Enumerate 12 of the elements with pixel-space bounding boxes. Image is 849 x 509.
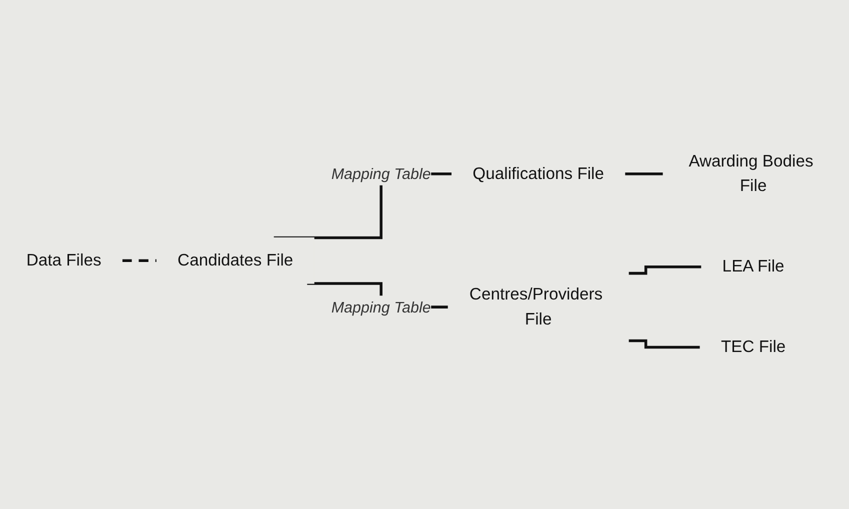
connector xyxy=(628,266,703,275)
connector xyxy=(624,172,665,176)
node-text: Data Files xyxy=(26,251,102,270)
connector xyxy=(122,259,158,262)
node-text: TEC File xyxy=(720,338,786,356)
connector xyxy=(628,340,702,349)
node-text: Centres/Providers File xyxy=(469,285,603,329)
edge-label: Mapping Table xyxy=(331,165,431,183)
node-text: Awarding Bodies File xyxy=(688,152,814,196)
node-text: LEA File xyxy=(722,257,784,276)
edge-label: Mapping Table xyxy=(331,298,431,316)
node-text: Qualifications File xyxy=(472,164,604,184)
